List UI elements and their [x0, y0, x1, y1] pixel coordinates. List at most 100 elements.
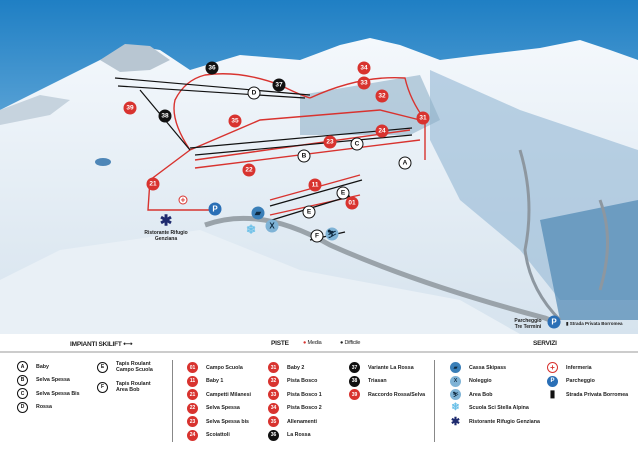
difficile-text: Difficile [344, 340, 361, 346]
ski-map [0, 0, 638, 334]
ski-rental-icon: X [265, 219, 279, 233]
lift-b-label: Selva Spessa [36, 377, 70, 383]
piste-39-icon: 39 [349, 389, 360, 400]
divider [172, 360, 173, 442]
servizi-title: SERVIZI [533, 340, 557, 347]
private-road-legend-icon: ▮ [549, 388, 556, 400]
lift-marker-a: A [398, 156, 412, 170]
parking-icon: P [547, 315, 561, 329]
divider [0, 351, 638, 353]
snowflake-legend: ❄Scuola Sci Stella Alpina [450, 403, 529, 414]
piste-32-label: Pista Bosco [287, 378, 318, 384]
ski-rental-legend-icon: X [450, 375, 461, 387]
lift-c: C Selva Spessa Bis [17, 388, 80, 399]
media-key: ● Media [303, 340, 322, 346]
piste-marker-22: 22 [242, 163, 256, 177]
piste-marker-34: 34 [357, 61, 371, 75]
piste-22-icon: 22 [187, 402, 198, 414]
restaurant-legend-label: Ristorante Rifugio Genziana [469, 418, 540, 425]
first-aid-legend-icon: + [547, 362, 558, 373]
legend: IMPIANTI SKILIFT ⟷ PISTE ● Media ● Diffi… [0, 334, 638, 451]
strada-label: ▮ Strada Privata Borromea [566, 321, 623, 326]
sled-legend-label: Area Bob [469, 391, 493, 398]
piste-39-label: Raccordo Rossa/Selva [368, 391, 426, 398]
piste-34: 34 Pista Bosco 2 [268, 402, 322, 414]
lift-marker-e: E [336, 186, 350, 200]
piste-marker-21: 21 [146, 177, 160, 191]
sled-legend: ⛷ Area Bob [450, 389, 493, 400]
piste-34-icon: 34 [268, 402, 279, 414]
sled-legend-icon: ⛷ [450, 389, 461, 400]
lift-b-icon: B [17, 374, 28, 386]
piste-marker-11: 11 [308, 178, 322, 192]
private-road-legend: ▮Strada Privata Borromea [547, 389, 628, 400]
piste-35-label: Allenamenti [287, 418, 318, 425]
lift-marker-e: E [302, 205, 316, 219]
piste-01-icon: 01 [187, 362, 198, 373]
restaurant-icon: ✱ [159, 212, 173, 229]
lift-c-label: Selva Spessa Bis [36, 390, 80, 397]
ticket-icon: ▰ [251, 206, 265, 220]
lift-a: A Baby [17, 361, 49, 372]
first-aid-legend-label: Infermeria [566, 364, 592, 371]
lift-b: B Selva Spessa [17, 374, 70, 386]
piste-marker-24: 24 [375, 124, 389, 138]
piste-23-icon: 23 [187, 416, 198, 427]
restaurant-legend: ✱ Ristorante Rifugio Genziana [450, 416, 540, 427]
lift-marker-d: D [247, 86, 261, 100]
piste-11-icon: 11 [187, 375, 198, 387]
difficile-key: ● Difficile [340, 340, 361, 346]
ski-rental-legend-label: Noleggio [469, 378, 492, 384]
impianti-title-text: IMPIANTI SKILIFT [70, 341, 122, 348]
parking-legend-icon: P [547, 375, 558, 387]
lift-marker-f: F [310, 229, 324, 243]
piste-36-icon: 36 [268, 429, 279, 441]
parcheggio-label: Parcheggio Tre Termini [514, 318, 542, 330]
piste-31-label: Baby 2 [287, 364, 305, 371]
lift-c-icon: C [17, 388, 28, 399]
piste-34-label: Pista Bosco 2 [287, 405, 322, 411]
piste-37-label: Variante La Rossa [368, 364, 414, 371]
piste-11-label: Baby 1 [206, 378, 224, 384]
ticket-legend: ▰ Cassa Skipass [450, 362, 506, 373]
piste-title: PISTE [271, 340, 289, 347]
piste-marker-37: 37 [272, 78, 286, 92]
tapis-f-label: Tapis Roulant Area Bob [116, 381, 151, 393]
piste-37-icon: 37 [349, 362, 360, 373]
tapis-f-icon: F [97, 381, 108, 393]
lift-d-label: Rossa [36, 404, 52, 410]
lift-a-label: Baby [36, 363, 49, 370]
piste-37: 37 Variante La Rossa [349, 362, 414, 373]
piste-21-icon: 21 [187, 389, 198, 400]
piste-marker-36: 36 [205, 61, 219, 75]
piste-33-icon: 33 [268, 389, 279, 400]
tapis-e-label: Tapis Roulant Campo Scuola [116, 361, 153, 373]
restaurant-legend-icon: ✱ [450, 415, 461, 428]
piste-23-label: Selva Spessa bis [206, 418, 249, 425]
ticket-legend-icon: ▰ [450, 362, 461, 373]
lift-a-icon: A [17, 361, 28, 372]
media-text: Media [307, 340, 322, 346]
snowflake-legend-icon: ❄ [451, 402, 460, 413]
piste-24-label: Scoiattoli [206, 432, 230, 438]
piste-marker-01: 01 [345, 196, 359, 210]
strada-text: Strada Privata Borromea [569, 321, 623, 326]
snowflake-icon: ❄ [245, 222, 257, 236]
first-aid-icon: + [178, 195, 188, 205]
ticket-legend-label: Cassa Skipass [469, 364, 507, 371]
piste-38-label: Triasan [368, 378, 387, 384]
piste-38-icon: 38 [349, 375, 360, 387]
lift-d-icon: D [17, 401, 28, 413]
piste-marker-33: 33 [357, 76, 371, 90]
